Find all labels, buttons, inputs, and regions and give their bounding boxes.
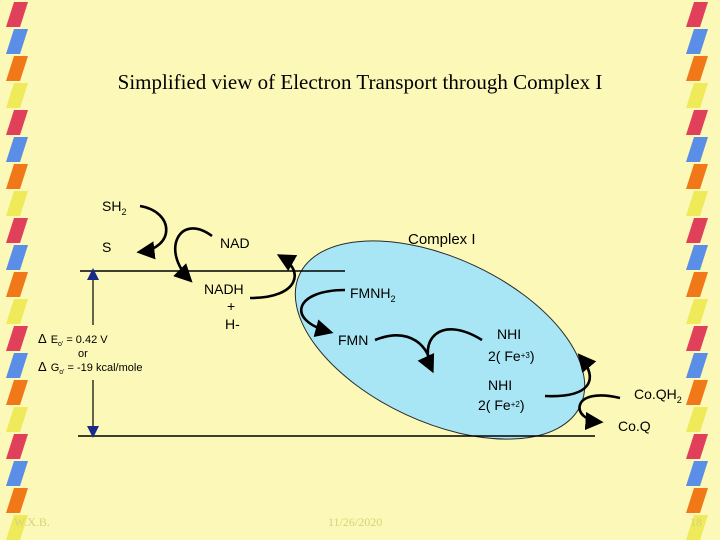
border-stripe (6, 245, 28, 270)
border-stripe (686, 461, 708, 486)
coqh2-label: Co.QH2 (634, 386, 682, 405)
border-stripe (686, 353, 708, 378)
border-stripe (6, 488, 28, 513)
border-stripe (6, 380, 28, 405)
slide-title: Simplified view of Electron Transport th… (117, 70, 603, 94)
sh2-label: SH2 (102, 198, 126, 217)
border-stripe (6, 407, 28, 432)
border-stripe (686, 191, 708, 216)
border-stripe (686, 272, 708, 297)
left-decorative-border (0, 0, 40, 540)
coq-label: Co.Q (618, 418, 651, 434)
border-stripe (6, 2, 28, 27)
border-stripe (686, 164, 708, 189)
footer-page-number: 18 (690, 515, 702, 529)
nadh-label: NADH (204, 281, 244, 297)
curve-nhi-reduction (417, 328, 483, 374)
border-stripe (6, 29, 28, 54)
border-stripe (686, 83, 708, 108)
border-stripe (6, 56, 28, 81)
border-stripe (6, 137, 28, 162)
or-label: or (78, 348, 88, 360)
border-stripe (6, 164, 28, 189)
border-stripe (686, 299, 708, 324)
border-stripe (686, 488, 708, 513)
right-decorative-border (680, 0, 720, 540)
border-stripe (6, 515, 28, 540)
complex-i-label: Complex I (408, 231, 476, 248)
curve-nadh-to-complex (249, 254, 298, 300)
border-stripes (6, 2, 28, 540)
nhi-bottom-label: NHI (488, 377, 512, 393)
border-stripe (686, 56, 708, 81)
curve-fmnh2-to-fmn (300, 288, 346, 338)
border-stripe (686, 2, 708, 27)
border-stripe (6, 83, 28, 108)
border-stripe (686, 137, 708, 162)
border-stripe (686, 515, 708, 540)
curve-sh2-to-s (136, 204, 168, 260)
curve-nhi-oxidation (544, 353, 597, 398)
border-stripe (6, 434, 28, 459)
footer-date: 11/26/2020 (328, 515, 383, 529)
curve-coq-to-coqh2 (578, 394, 621, 431)
border-stripe (6, 353, 28, 378)
border-stripe (686, 380, 708, 405)
fe3-label: 2( Fe+3) (488, 348, 534, 364)
fe2-label: 2( Fe+2) (478, 397, 524, 413)
border-stripes (686, 2, 708, 540)
h-minus-label: H- (225, 316, 240, 332)
footer-author: W.X.B. (14, 515, 50, 529)
border-stripe (686, 326, 708, 351)
border-stripe (6, 110, 28, 135)
fmn-label: FMN (338, 332, 368, 348)
plus-label: + (227, 298, 235, 314)
border-stripe (6, 191, 28, 216)
energy-arrow-head-down (87, 426, 99, 438)
border-stripe (6, 461, 28, 486)
border-stripe (686, 110, 708, 135)
border-stripe (6, 326, 28, 351)
nad-label: NAD (220, 235, 250, 251)
border-stripe (686, 218, 708, 243)
energy-arrow-head-up (87, 268, 99, 280)
border-stripe (686, 245, 708, 270)
fmnh2-label: FMNH2 (350, 285, 395, 304)
border-stripe (6, 299, 28, 324)
curve-nad-to-nadh (173, 227, 213, 283)
border-stripe (686, 407, 708, 432)
border-stripe (6, 218, 28, 243)
nhi-top-label: NHI (497, 326, 521, 342)
curve-fmn-oxidation (374, 334, 434, 371)
s-label: S (102, 239, 111, 255)
border-stripe (686, 29, 708, 54)
border-stripe (6, 272, 28, 297)
border-stripe (686, 434, 708, 459)
